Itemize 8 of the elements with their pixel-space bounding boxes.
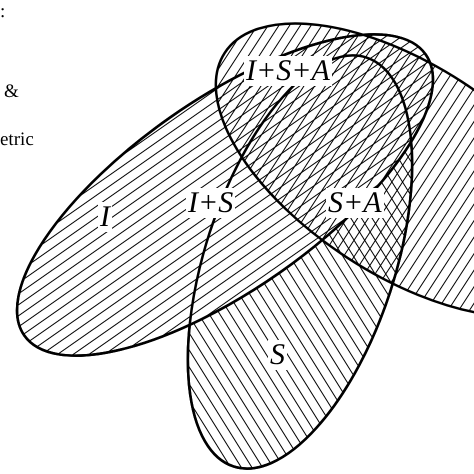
text-fragment: & — [4, 82, 19, 101]
region-label: I+S — [186, 188, 236, 218]
region-label: I+S+A — [244, 56, 332, 86]
region-label: S+A — [326, 188, 384, 218]
region-label: S — [268, 340, 287, 370]
text-fragment: : — [0, 2, 6, 21]
region-label: I — [98, 202, 112, 232]
text-fragment: etric — [0, 130, 34, 149]
